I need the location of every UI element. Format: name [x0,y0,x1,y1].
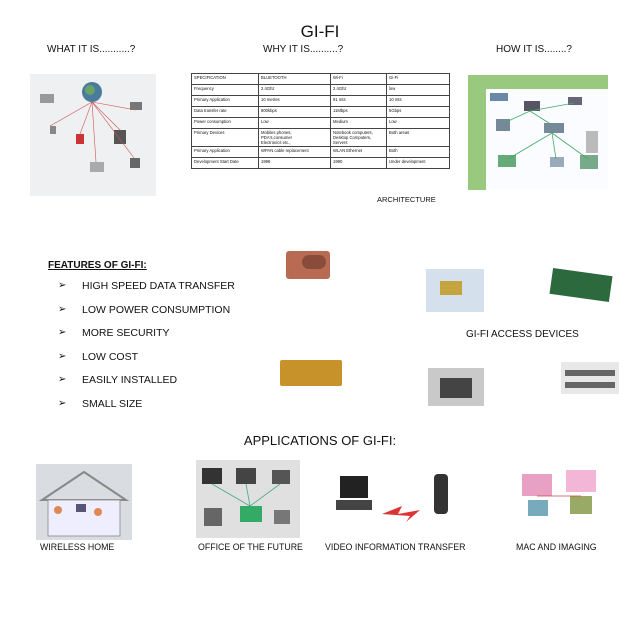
feature-item: ➢ EASILY INSTALLED [58,374,235,398]
table-cell: Low [386,117,450,129]
table-cell: 10 metres [258,95,331,107]
router-image [561,362,619,394]
table-cell: Notebook computers, Desktop Computers, S… [330,128,387,147]
table-cell: Gi-Fi [386,73,450,85]
feature-item: ➢ SMALL SIZE [58,398,235,422]
feature-label: HIGH SPEED DATA TRANSFER [82,280,235,292]
feature-item: ➢ MORE SECURITY [58,327,235,351]
office-future-caption: OFFICE OF THE FUTURE [198,542,303,552]
table-cell: SPECIFICATION [191,73,259,85]
imaging-illustration [522,470,596,516]
mac-imaging-caption: MAC AND IMAGING [516,542,597,552]
video-transfer-illustration [336,474,448,522]
feature-label: EASILY INSTALLED [82,374,178,386]
chip-shape [440,281,462,295]
table-cell: 11Mbps [330,106,387,118]
network-card-image [549,267,613,303]
table-cell: WLAN Ethernet [330,146,387,158]
table-cell: Primary Application [191,95,259,107]
table-cell: WPAN cable replacement [258,146,331,158]
table-cell: 1990 [330,157,387,169]
office-illustration [202,468,290,526]
table-cell: 2.4Ghz [330,84,387,96]
table-cell: low [386,84,450,96]
chip-module-image [426,269,484,312]
video-transfer-image [332,470,462,532]
feature-label: LOW COST [82,350,139,363]
printer-image [428,368,484,406]
table-cell: Power consumption [191,117,259,129]
table-cell: 10 mts [386,95,450,107]
gifi-overview-image [30,74,156,196]
architecture-diagram [468,75,608,190]
house-illustration [38,470,130,537]
feature-label: LOW POWER CONSUMPTION [82,303,231,316]
table-cell: Low [258,117,331,129]
table-cell: Mobiles phones, PDA's,consumer Electroni… [258,128,331,147]
arrow-bullet-icon: ➢ [58,397,67,409]
video-transfer-caption: VIDEO INFORMATION TRANSFER [325,542,466,552]
table-cell: BLUETOOTH [258,73,331,85]
table-cell: 91 mts [330,95,387,107]
table-cell: 5Gbps [386,106,450,118]
table-cell: Primary Devices [191,128,259,147]
table-cell: Frequency [191,84,259,96]
mac-imaging-image [520,466,608,522]
feature-label: SMALL SIZE [82,397,143,410]
network-illustration [40,82,142,172]
feature-item: ➢ HIGH SPEED DATA TRANSFER [58,280,235,304]
table-cell: Data transfer rate [191,106,259,118]
arrow-bullet-icon: ➢ [58,350,67,362]
access-devices-label: GI-FI ACCESS DEVICES [466,329,579,340]
feature-item: ➢ LOW COST [58,351,235,375]
table-cell: Both [386,146,450,158]
arrow-bullet-icon: ➢ [58,327,67,338]
table-cell: Under development [386,157,450,169]
table-cell: 800kbps [258,106,331,118]
why-it-is-header: WHY IT IS..........? [263,44,344,55]
table-cell: 2.4Ghz [258,84,331,96]
feature-item: ➢ LOW POWER CONSUMPTION [58,304,235,328]
architecture-label: ARCHITECTURE [377,195,436,204]
arrow-bullet-icon: ➢ [58,303,67,315]
table-cell: Wi-Fi [330,73,387,85]
router-unit-2 [565,382,615,388]
fingertip-chip-image [286,251,330,279]
feature-label: MORE SECURITY [82,327,170,339]
wireless-home-image [36,464,132,540]
page-title: GI-FI [300,22,340,41]
table-cell: Both areas [386,128,450,147]
office-future-image [196,460,300,538]
table-cell: Primary Application [191,146,259,158]
table-cell: Medium [330,117,387,129]
wireless-home-caption: WIRELESS HOME [40,542,115,552]
table-cell: Development Start Date [191,157,259,169]
how-it-is-header: HOW IT IS........? [496,44,572,55]
architecture-diagram-svg [468,75,608,190]
features-list: ➢ HIGH SPEED DATA TRANSFER ➢ LOW POWER CONS… [58,280,235,421]
circuit-board-image [280,360,342,386]
arrow-bullet-icon: ➢ [58,280,67,291]
what-it-is-header: WHAT IT IS...........? [47,44,136,55]
arrow-bullet-icon: ➢ [58,374,67,385]
printer-body [440,378,472,398]
table-cell: 1998 [258,157,331,169]
applications-title: APPLICATIONS OF GI-FI: [243,433,397,448]
fingertip-shape [302,255,326,269]
router-unit-1 [565,370,615,376]
features-title: FEATURES OF GI-FI: [48,260,147,271]
